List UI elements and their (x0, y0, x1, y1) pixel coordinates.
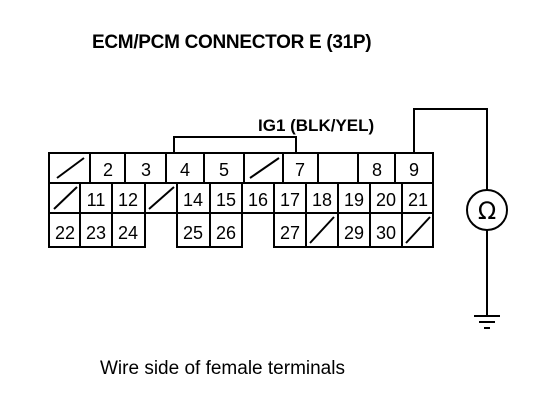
terminal-30: 30 (376, 223, 396, 243)
terminal-22: 22 (55, 223, 75, 243)
connector-row-3-left (48, 212, 146, 248)
terminal-9: 9 (409, 160, 419, 180)
unused-terminal (309, 216, 335, 244)
unused-terminal (56, 157, 85, 179)
ground-icon (474, 315, 500, 329)
terminal-19: 19 (344, 190, 364, 210)
test-lead-wire (413, 108, 488, 190)
terminal-7: 7 (295, 160, 305, 180)
diagram-title: ECM/PCM CONNECTOR E (31P) (92, 32, 372, 53)
connector-row-3-right (273, 212, 434, 248)
terminal-26: 26 (216, 223, 236, 243)
wire-label: IG1 (BLK/YEL) (258, 116, 374, 135)
diagram-caption: Wire side of female terminals (100, 358, 345, 379)
terminal-8: 8 (372, 160, 382, 180)
unused-terminal (148, 186, 175, 210)
terminal-12: 12 (118, 190, 138, 210)
terminal-24: 24 (118, 223, 138, 243)
ohm-symbol: Ω (478, 197, 496, 225)
terminal-16: 16 (248, 190, 268, 210)
terminal-17: 17 (280, 190, 300, 210)
terminal-25: 25 (183, 223, 203, 243)
unused-terminal (53, 186, 78, 210)
unused-terminal (405, 216, 431, 244)
terminal-4: 4 (180, 160, 190, 180)
terminal-27: 27 (280, 223, 300, 243)
terminal-18: 18 (312, 190, 332, 210)
terminal-11: 11 (87, 190, 106, 210)
unused-terminal (249, 157, 280, 179)
terminal-21: 21 (408, 190, 428, 210)
terminal-14: 14 (183, 190, 203, 210)
terminal-29: 29 (344, 223, 364, 243)
terminal-2: 2 (103, 160, 113, 180)
terminal-23: 23 (86, 223, 106, 243)
connector-lock-tab (173, 136, 297, 153)
terminal-15: 15 (216, 190, 236, 210)
terminal-5: 5 (219, 160, 229, 180)
terminal-20: 20 (376, 190, 396, 210)
terminal-3: 3 (141, 160, 151, 180)
